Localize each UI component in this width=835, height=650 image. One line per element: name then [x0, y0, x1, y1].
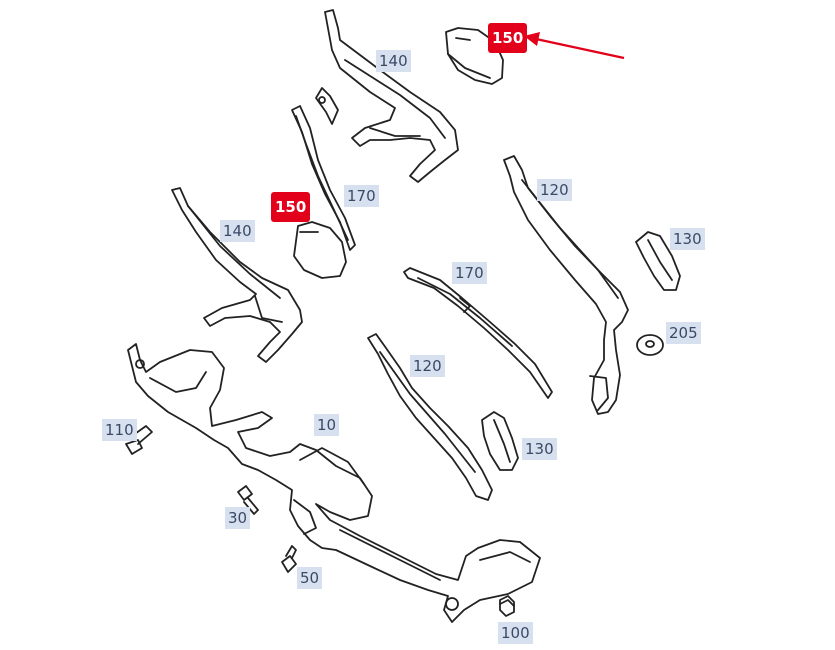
wiper-blade-170-middle[interactable] — [403, 267, 553, 399]
label-120-right[interactable]: 120 — [537, 179, 572, 201]
wiper-blade-170-top[interactable] — [291, 105, 356, 251]
wiper-arm-120-right[interactable] — [503, 155, 629, 415]
label-140-top[interactable]: 140 — [376, 50, 411, 72]
label-10[interactable]: 10 — [314, 414, 340, 436]
wiper-linkage-10[interactable] — [127, 343, 541, 623]
label-120-middle[interactable]: 120 — [410, 355, 445, 377]
wiper-cover-150-left[interactable] — [293, 221, 347, 279]
wiper-arm-140-top[interactable] — [315, 9, 459, 183]
wiper-arm-140-left[interactable] — [171, 187, 303, 363]
wiper-cap-130-middle[interactable] — [481, 411, 519, 471]
label-100[interactable]: 100 — [498, 622, 533, 644]
bolt-50[interactable] — [281, 545, 297, 573]
label-170-middle[interactable]: 170 — [452, 262, 487, 284]
pointer-arrow — [524, 32, 625, 60]
washer-205[interactable] — [636, 334, 664, 356]
label-140-left[interactable]: 140 — [220, 220, 255, 242]
label-170-top[interactable]: 170 — [344, 185, 379, 207]
label-205[interactable]: 205 — [666, 322, 701, 344]
wiper-arm-120-middle[interactable] — [367, 333, 493, 501]
wiper-cover-150-top[interactable] — [445, 27, 504, 85]
label-50[interactable]: 50 — [297, 567, 323, 589]
label-130-right[interactable]: 130 — [670, 228, 705, 250]
label-110[interactable]: 110 — [102, 419, 137, 441]
bolt-110[interactable] — [125, 425, 153, 455]
label-130-middle[interactable]: 130 — [522, 438, 557, 460]
label-30[interactable]: 30 — [225, 507, 251, 529]
label-150-top-highlighted[interactable]: 150 — [488, 23, 528, 53]
nut-100[interactable] — [499, 595, 515, 617]
wiper-cap-130-right[interactable] — [635, 231, 681, 291]
label-150-left-highlighted[interactable]: 150 — [271, 192, 311, 222]
